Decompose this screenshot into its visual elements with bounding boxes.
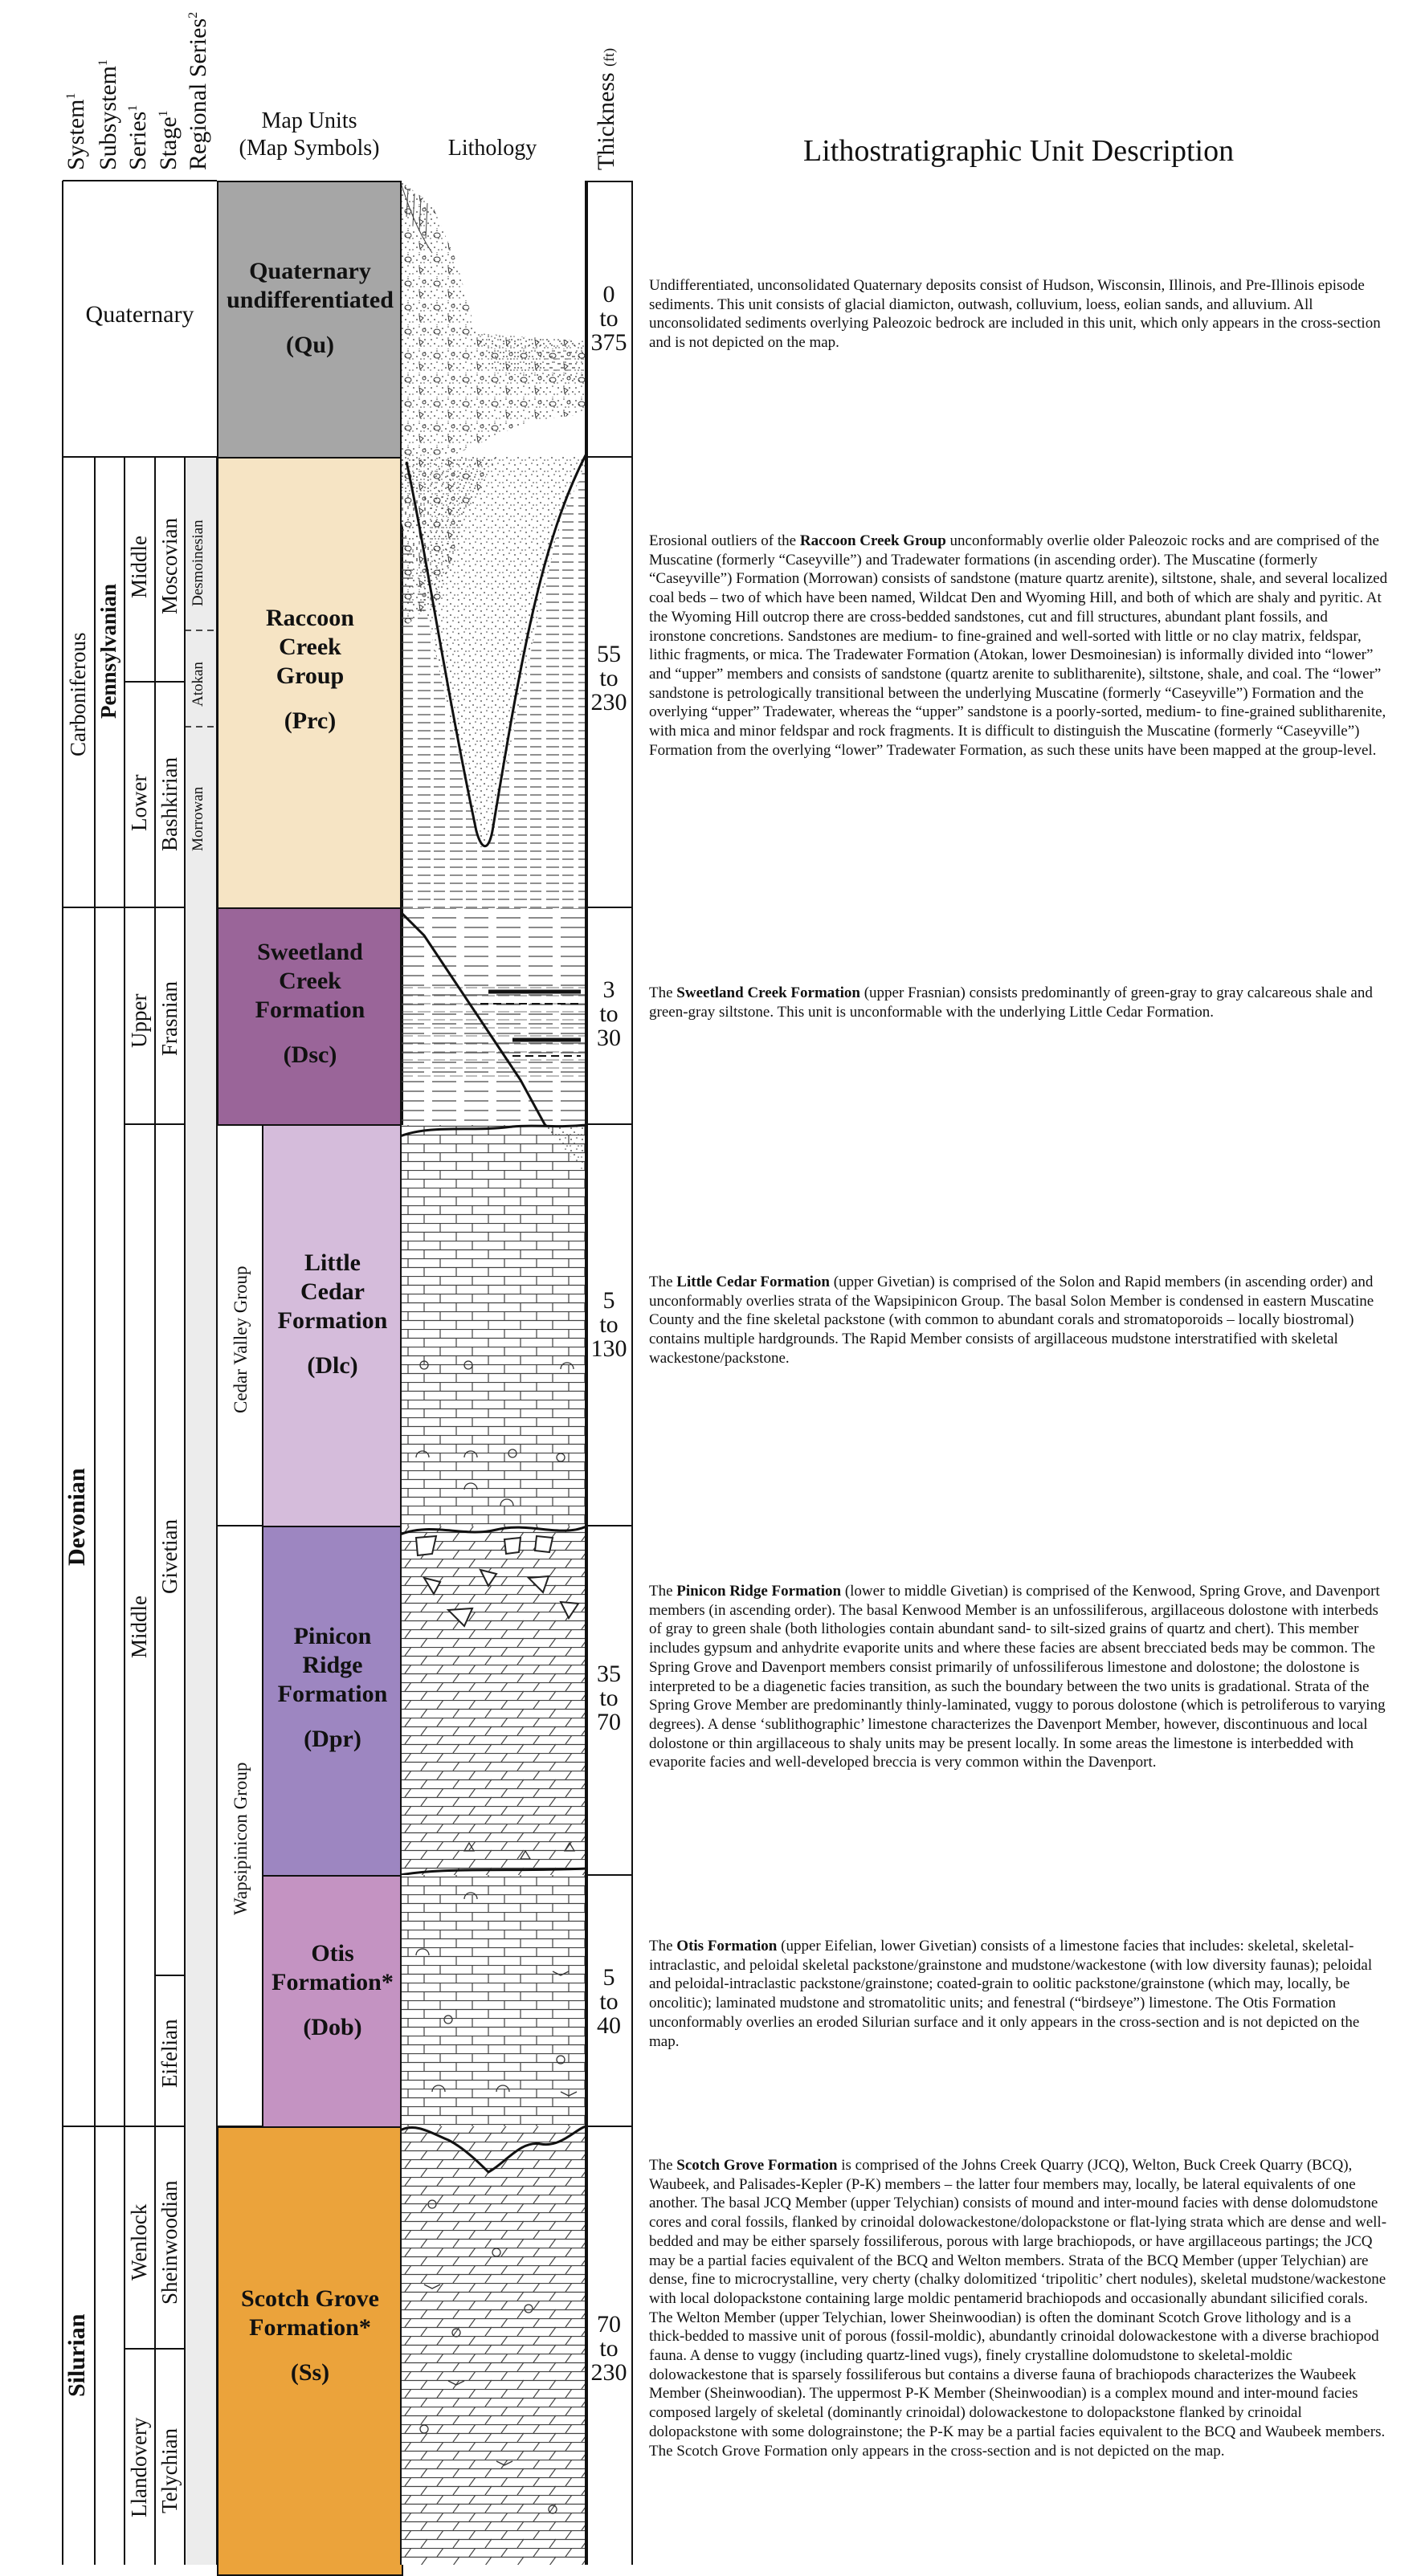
label-telychian: Telychian [157, 2427, 182, 2513]
unit-box-dlc [262, 1124, 403, 1527]
label-devonian: Devonian [63, 1468, 90, 1566]
label-dev-middle: Middle [127, 1596, 151, 1658]
unit-box-prc [217, 457, 403, 909]
label-morrowan: Morrowan [190, 786, 206, 851]
description-ss: The Scotch Grove Formation is comprised … [649, 2157, 1387, 2460]
label-moscovian: Moscovian [157, 518, 182, 614]
label-dev-upper: Upper [127, 993, 151, 1048]
header-description: Lithostratigraphic Unit Description [803, 134, 1235, 168]
description-dpr: The Pinicon Ridge Formation (lower to mi… [649, 1583, 1386, 1771]
label-quaternary: Quaternary [85, 301, 194, 328]
description-dob: The Otis Formation (upper Eifelian, lowe… [649, 1938, 1373, 2050]
label-bashkirian: Bashkirian [157, 757, 182, 851]
label-desmoinesian: Desmoinesian [190, 520, 206, 606]
unit-box-dsc [217, 907, 403, 1126]
description-dsc: The Sweetland Creek Formation (upper Fra… [649, 984, 1373, 1021]
label-cedar-valley-group: Cedar Valley Group [231, 1266, 251, 1413]
label-sheinwoodian: Sheinwoodian [157, 2180, 182, 2305]
label-wenlock: Wenlock [127, 2203, 151, 2280]
description-qu: Undifferentiated, unconsolidated Quatern… [649, 277, 1381, 352]
description-dlc: The Little Cedar Formation (upper Giveti… [649, 1274, 1374, 1367]
label-carboniferous: Carboniferous [66, 632, 90, 756]
header-map-units: Map Units (Map Symbols) [239, 108, 380, 161]
label-givetian: Givetian [157, 1519, 182, 1594]
lithology-column [400, 181, 586, 2565]
header-lithology: Lithology [447, 136, 537, 161]
label-frasnian: Frasnian [157, 981, 182, 1056]
thickness-column [586, 181, 633, 2565]
label-penn-middle: Middle [127, 536, 151, 598]
label-pennsylvanian: Pennsylvanian [96, 583, 120, 719]
unit-box-dpr [262, 1526, 403, 1877]
thickness-dividers [586, 456, 633, 2127]
label-llandovery: Llandovery [127, 2417, 151, 2517]
label-eifelian: Eifelian [157, 2019, 182, 2088]
label-penn-lower: Lower [127, 774, 151, 831]
description-prc: Erosional outliers of the Raccoon Creek … [649, 532, 1388, 759]
label-silurian: Silurian [63, 2313, 90, 2397]
label-wapsipinicon-group: Wapsipinicon Group [231, 1762, 251, 1915]
label-atokan: Atokan [190, 662, 206, 707]
